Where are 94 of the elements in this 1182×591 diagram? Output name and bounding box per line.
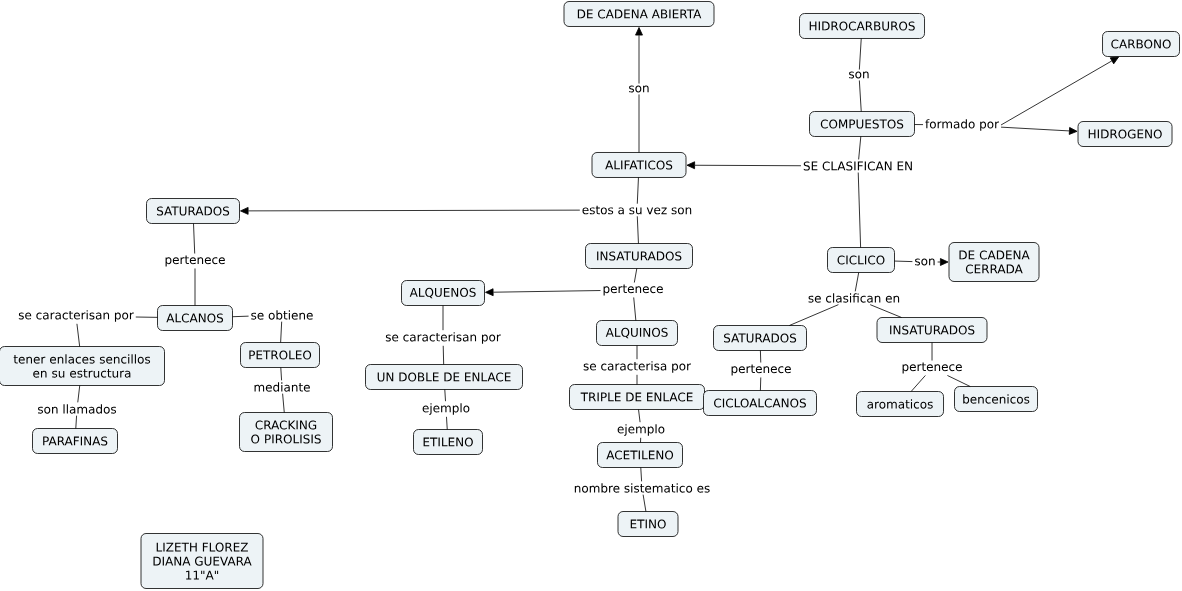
linking-phrase: se caracterisan por bbox=[18, 310, 134, 322]
arrow bbox=[1000, 126, 1078, 135]
linking-phrase: mediante bbox=[254, 382, 310, 392]
connector-line bbox=[193, 223, 196, 254]
concept-box: bencenicos bbox=[954, 386, 1038, 412]
concept-box: SATURADOS bbox=[713, 325, 807, 351]
concept-box: TRIPLE DE ENLACE bbox=[569, 384, 705, 410]
concept-box: ALQUINOS bbox=[596, 320, 678, 346]
linking-phrase: se clasifican en bbox=[808, 293, 900, 303]
connector-line bbox=[854, 272, 860, 292]
connector-line bbox=[858, 80, 862, 112]
connector-line bbox=[76, 323, 81, 347]
arrow bbox=[1000, 56, 1119, 126]
linking-phrase: estos a su vez son bbox=[582, 205, 692, 215]
connector-line bbox=[194, 268, 196, 306]
linking-phrase: ejemplo bbox=[617, 424, 665, 436]
concept-box: CICLOALCANOS bbox=[703, 390, 817, 416]
linking-phrase: se caracterisan por bbox=[385, 332, 501, 344]
connector-line bbox=[280, 367, 282, 381]
arrow bbox=[686, 161, 802, 170]
arrow bbox=[635, 27, 643, 84]
linking-phrase: ejemplo bbox=[422, 403, 470, 415]
concept-box: LIZETH FLOREZ DIANA GUEVARA 11"A" bbox=[140, 533, 264, 589]
linking-phrase: pertenece bbox=[603, 284, 663, 296]
concept-box: DE CADENA ABIERTA bbox=[563, 1, 715, 27]
concept-box: aromaticos bbox=[856, 391, 944, 417]
connector-line bbox=[638, 409, 641, 423]
connector-line bbox=[760, 377, 762, 391]
connector-line bbox=[636, 374, 638, 385]
concept-box: CRACKING O PIROLISIS bbox=[239, 412, 333, 452]
concept-box: SATURADOS bbox=[146, 198, 240, 224]
connector-line bbox=[869, 304, 902, 318]
connector-line bbox=[77, 385, 81, 403]
arrow bbox=[937, 258, 949, 266]
concept-box: DE CADENA CERRADA bbox=[948, 242, 1040, 282]
connector-line bbox=[282, 393, 285, 413]
concept-box: ETINO bbox=[617, 511, 679, 537]
concept-box: PARAFINAS bbox=[32, 428, 118, 454]
connector-line bbox=[914, 124, 924, 125]
connector-line bbox=[446, 416, 448, 430]
concept-box: ALIFATICOS bbox=[591, 152, 687, 178]
linking-phrase: formado por bbox=[925, 119, 1000, 131]
linking-phrase: se obtiene bbox=[251, 310, 313, 320]
concept-box: ETILENO bbox=[413, 429, 483, 455]
connector-line bbox=[910, 375, 926, 392]
linking-phrase: nombre sistematico es bbox=[574, 483, 710, 493]
linking-phrase: se caracterisa por bbox=[583, 361, 691, 373]
concept-box: ALCANOS bbox=[157, 305, 233, 331]
concept-box: UN DOBLE DE ENLACE bbox=[365, 364, 523, 390]
concept-box: ACETILENO bbox=[597, 442, 683, 468]
connector-line bbox=[280, 321, 283, 343]
connector-line bbox=[640, 437, 642, 443]
arrow bbox=[485, 288, 601, 297]
concept-box: CARBONO bbox=[1102, 31, 1180, 57]
connector-line bbox=[633, 268, 638, 283]
connector-line bbox=[75, 415, 77, 429]
connector-line bbox=[638, 94, 640, 153]
connector-line bbox=[760, 350, 762, 363]
arrow bbox=[240, 207, 581, 215]
connector-line bbox=[640, 467, 642, 482]
concept-box: INSATURADOS bbox=[876, 317, 988, 343]
connector-line bbox=[442, 305, 444, 331]
concept-box: ALQUENOS bbox=[401, 280, 485, 306]
connector-line bbox=[442, 345, 445, 365]
connector-line bbox=[636, 215, 639, 244]
concept-box: tener enlaces sencillos en su estructura bbox=[0, 346, 165, 386]
linking-phrase: son bbox=[629, 85, 649, 93]
linking-phrase: son bbox=[915, 258, 935, 266]
concept-box: HIDROCARBUROS bbox=[799, 13, 925, 39]
concept-box: HIDROGENO bbox=[1077, 121, 1173, 147]
connector-line bbox=[858, 38, 862, 70]
connector-line bbox=[858, 136, 862, 160]
connector-line bbox=[857, 172, 861, 248]
concept-box: PETROLEO bbox=[240, 342, 320, 368]
connector-line bbox=[789, 304, 839, 326]
connector-line bbox=[894, 260, 913, 262]
connector-line bbox=[642, 494, 647, 512]
connector-line bbox=[931, 342, 933, 361]
linking-phrase: pertenece bbox=[902, 362, 962, 374]
linking-phrase: son bbox=[849, 71, 869, 79]
linking-phrase: son llamados bbox=[38, 404, 117, 414]
concept-box: COMPUESTOS bbox=[809, 111, 915, 137]
connector-line bbox=[135, 316, 158, 318]
linking-phrase: SE CLASIFICAN EN bbox=[803, 161, 912, 171]
connector-line bbox=[633, 297, 637, 321]
linking-phrase: pertenece bbox=[731, 364, 791, 376]
connector-line bbox=[444, 389, 446, 402]
connector-line bbox=[232, 315, 249, 318]
connector-line bbox=[636, 345, 638, 360]
connector-line bbox=[636, 177, 639, 205]
linking-phrase: pertenece bbox=[165, 255, 225, 267]
concept-box: CICLICO bbox=[827, 247, 895, 273]
connector-line bbox=[947, 375, 971, 387]
concept-box: INSATURADOS bbox=[585, 243, 693, 269]
